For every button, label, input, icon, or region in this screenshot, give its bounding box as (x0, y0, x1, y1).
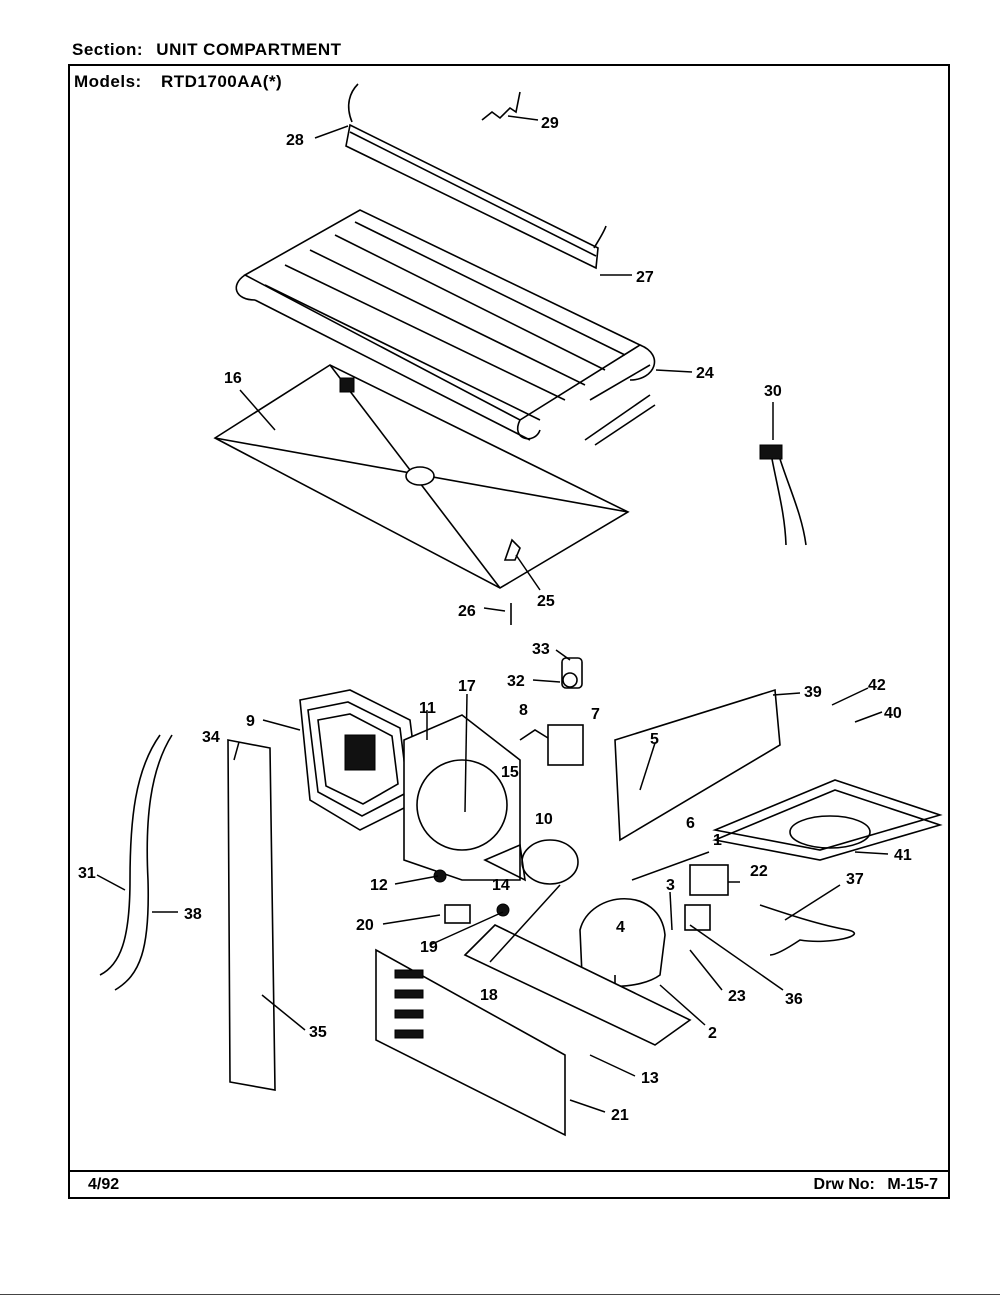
callout-30: 30 (764, 383, 782, 400)
callout-5: 5 (650, 731, 659, 748)
callout-16: 16 (224, 370, 242, 387)
callout-19: 19 (420, 939, 438, 956)
callout-42: 42 (868, 677, 886, 694)
callout-34: 34 (202, 729, 220, 746)
callout-15: 15 (501, 764, 519, 781)
part-base-rail-2 (463, 924, 692, 1046)
callout-41: 41 (894, 847, 912, 864)
part-overload-22 (689, 864, 729, 896)
callout-22: 22 (750, 863, 768, 880)
part-shelf-16 (213, 364, 630, 589)
part-side-panel-34 (227, 739, 276, 1091)
callout-labels: 28 29 27 24 16 30 25 26 33 32 9 11 17 8 … (78, 115, 912, 1124)
callout-29: 29 (541, 115, 559, 132)
drawing-number-label: Drw No: (813, 1176, 875, 1193)
callout-10: 10 (535, 811, 553, 828)
section-label: Section: (72, 40, 144, 59)
models-label: Models: (74, 72, 142, 91)
callout-9: 9 (246, 713, 255, 730)
callout-32: 32 (507, 673, 525, 690)
part-fan-motor (483, 839, 579, 885)
callout-28: 28 (286, 132, 304, 149)
callout-35: 35 (309, 1024, 327, 1041)
part-back-panel-21 (375, 948, 566, 1137)
part-bracket-top (345, 83, 607, 270)
callout-4: 4 (616, 919, 625, 936)
callout-8: 8 (519, 702, 528, 719)
callout-20: 20 (356, 917, 374, 934)
callout-33: 33 (532, 641, 550, 658)
part-tubes-31-38 (99, 734, 173, 991)
callout-3: 3 (666, 877, 675, 894)
diagram-frame (68, 64, 950, 1199)
part-bracket-32-33 (561, 657, 583, 689)
callout-2: 2 (708, 1025, 717, 1042)
callout-39: 39 (804, 684, 822, 701)
callout-23: 23 (728, 988, 746, 1005)
part-cord-37 (759, 904, 856, 956)
callout-13: 13 (641, 1070, 659, 1087)
callout-21: 21 (611, 1107, 629, 1124)
callout-37: 37 (846, 871, 864, 888)
drawing-number: Drw No: M-15-7 (814, 1176, 938, 1194)
footer-date: 4/92 (88, 1176, 120, 1193)
section-header: Section: UNIT COMPARTMENT (72, 40, 342, 60)
callout-11: 11 (419, 700, 436, 717)
part-fan-shroud-11 (403, 714, 521, 881)
callout-6: 6 (686, 815, 695, 832)
part-drain-pan (614, 688, 943, 861)
drawing-number-value: M-15-7 (887, 1176, 938, 1193)
callout-40: 40 (884, 705, 902, 722)
callout-25: 25 (537, 593, 555, 610)
callout-12: 12 (370, 877, 388, 894)
part-wire-29 (481, 91, 521, 121)
models-value: RTD1700AA(*) (160, 72, 283, 91)
footer-rule (68, 1170, 950, 1172)
part-relay-cover-36 (684, 904, 711, 931)
section-value: UNIT COMPARTMENT (156, 40, 342, 59)
callout-24: 24 (696, 365, 714, 382)
callout-7: 7 (591, 706, 600, 723)
callout-18: 18 (480, 987, 498, 1004)
part-coil-9 (299, 689, 421, 831)
callout-14: 14 (492, 877, 510, 894)
part-condenser (235, 209, 656, 446)
callout-27: 27 (636, 269, 654, 286)
part-clip-25 (503, 538, 521, 561)
page-bottom-rule (0, 1294, 1000, 1295)
callout-17: 17 (458, 678, 476, 695)
callout-26: 26 (458, 603, 476, 620)
callout-1: 1 (713, 832, 722, 849)
part-capacitor-20 (444, 904, 471, 924)
callout-38: 38 (184, 906, 202, 923)
callout-31: 31 (78, 865, 96, 882)
models-header: Models: RTD1700AA(*) (74, 72, 282, 92)
callout-36: 36 (785, 991, 803, 1008)
part-relay-7 (519, 724, 584, 766)
leader-lines (96, 115, 889, 1113)
part-connector-30 (759, 444, 807, 546)
